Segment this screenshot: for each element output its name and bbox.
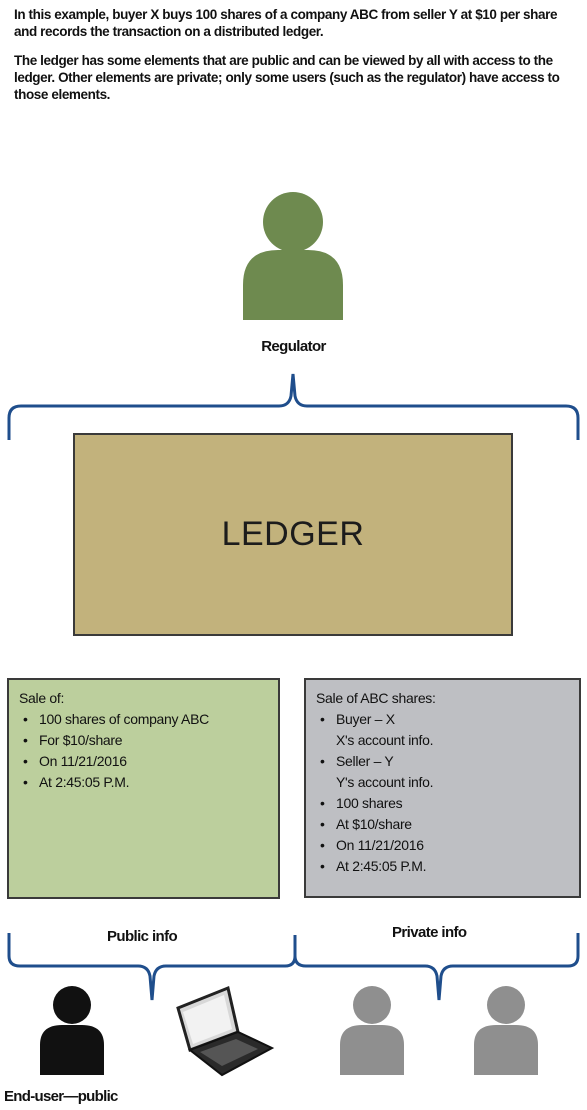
list-item: For $10/share [19, 730, 268, 751]
public-info-list: 100 shares of company ABC For $10/share … [19, 709, 268, 793]
list-item-subtext: X's account info. [336, 732, 434, 748]
list-item-text: On 11/21/2016 [336, 837, 424, 853]
public-info-label: Public info [107, 928, 178, 945]
list-item: At 2:45:05 P.M. [316, 856, 569, 877]
list-item-text: Buyer – X [336, 711, 395, 727]
regulator-bracket [7, 373, 580, 440]
intro-paragraph-1: In this example, buyer X buys 100 shares… [14, 7, 558, 39]
laptop-icon [176, 985, 275, 1077]
list-item: On 11/21/2016 [316, 835, 569, 856]
public-info-bracket [7, 933, 297, 1001]
list-item: Buyer – X X's account info. [316, 709, 569, 751]
list-item-text: Seller – Y [336, 753, 394, 769]
regulator-label: Regulator [261, 338, 326, 355]
list-item: Seller – Y Y's account info. [316, 751, 569, 793]
intro-paragraph-2: The ledger has some elements that are pu… [14, 53, 560, 102]
private-info-list: Buyer – X X's account info. Seller – Y Y… [316, 709, 569, 877]
list-item: 100 shares [316, 793, 569, 814]
list-item-text: At $10/share [336, 816, 412, 832]
list-item: At 2:45:05 P.M. [19, 772, 268, 793]
list-item: 100 shares of company ABC [19, 709, 268, 730]
end-user-public-label: End-user—public [4, 1088, 118, 1105]
ledger-box: LEDGER [73, 433, 513, 636]
private-info-box: Sale of ABC shares: Buyer – X X's accoun… [304, 678, 581, 898]
private-info-label: Private info [392, 924, 467, 941]
regulator-icon [243, 192, 343, 320]
private-user-icon-1 [340, 986, 404, 1075]
ledger-title: LEDGER [221, 515, 365, 553]
list-item-subtext: Y's account info. [336, 774, 434, 790]
private-info-bracket [293, 933, 580, 1001]
intro-text: In this example, buyer X buys 100 shares… [14, 6, 574, 115]
private-user-icon-2 [474, 986, 538, 1075]
public-user-icon [40, 986, 104, 1075]
list-item: At $10/share [316, 814, 569, 835]
list-item-text: 100 shares [336, 795, 403, 811]
list-item-text: At 2:45:05 P.M. [336, 858, 427, 874]
list-item: On 11/21/2016 [19, 751, 268, 772]
public-info-box: Sale of: 100 shares of company ABC For $… [7, 678, 280, 899]
public-info-heading: Sale of: [19, 690, 65, 706]
private-info-heading: Sale of ABC shares: [316, 690, 436, 706]
